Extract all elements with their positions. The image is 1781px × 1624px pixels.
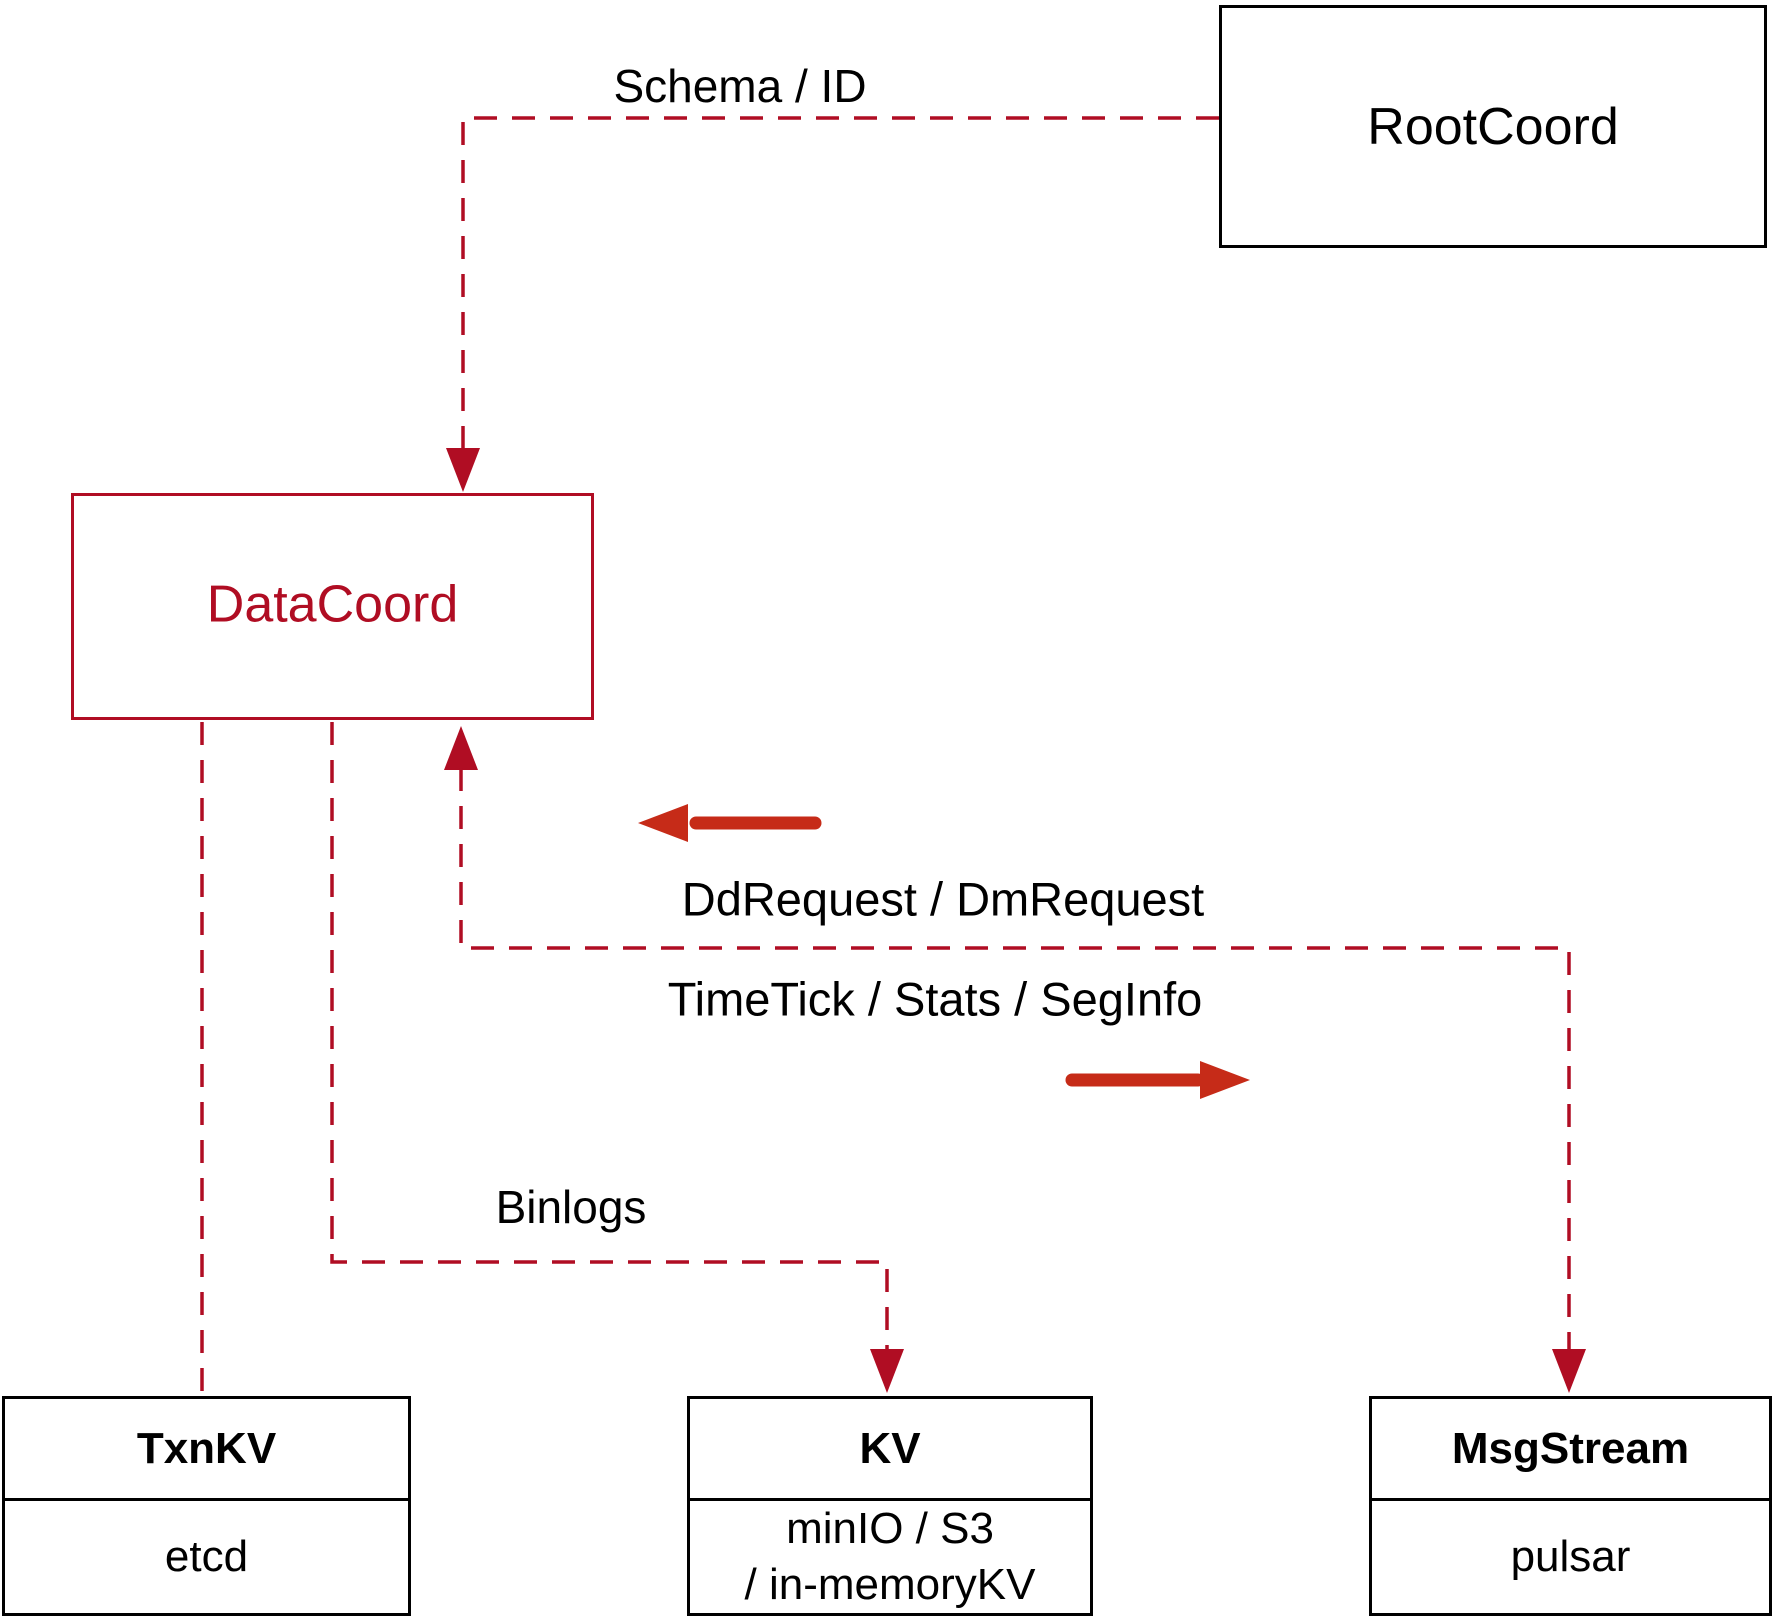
datacoord-node: DataCoord [71, 493, 594, 720]
txnkv-body-label: etcd [164, 1532, 249, 1581]
kv-title: KV [690, 1399, 1090, 1501]
binlogs-arrowhead-icon [870, 1349, 904, 1393]
ddrequest-edge-label: DdRequest / DmRequest [681, 872, 1205, 926]
msgstream-arrowhead-icon [1552, 1349, 1586, 1393]
kv-body-line1: minIO / S3 [786, 1504, 994, 1553]
left-arrow-icon [638, 804, 688, 842]
msgstream-node: MsgStream pulsar [1369, 1396, 1772, 1616]
msgstream-title: MsgStream [1372, 1399, 1769, 1501]
binlogs-edge-line [330, 722, 889, 1352]
rootcoord-node: RootCoord [1219, 5, 1767, 248]
schema-arrowhead-icon [446, 448, 480, 492]
msgstream-body-label: pulsar [1510, 1532, 1631, 1581]
txnkv-title: TxnKV [5, 1399, 408, 1501]
datacoord-label: DataCoord [206, 575, 459, 634]
right-arrow-icon [1200, 1061, 1250, 1099]
ddrequest-arrowhead-icon [444, 726, 478, 770]
rootcoord-label: RootCoord [1367, 97, 1619, 156]
schema-edge-line [461, 116, 1219, 452]
ddrequest-edge-line [459, 768, 1571, 1352]
kv-body-line2: / in-memoryKV [744, 1560, 1036, 1609]
timetick-edge-label: TimeTick / Stats / SegInfo [667, 972, 1203, 1026]
binlogs-edge-label: Binlogs [495, 1181, 647, 1233]
txnkv-node: TxnKV etcd [2, 1396, 411, 1616]
schema-edge-label: Schema / ID [613, 60, 867, 112]
kv-node: KV minIO / S3 / in-memoryKV [687, 1396, 1093, 1616]
